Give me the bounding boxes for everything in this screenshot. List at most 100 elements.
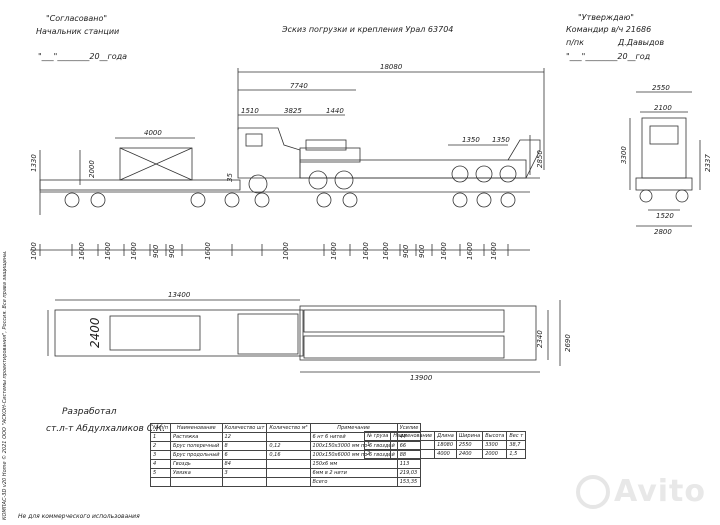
axle-dim: 1600: [104, 242, 112, 260]
table-header-row: № груза Наименование Длина Ширина Высота…: [363, 431, 527, 441]
table-header-cell: Вес т: [506, 431, 527, 441]
axle-dim: 1600: [330, 242, 338, 260]
watermark-text: Avito: [614, 473, 706, 509]
dim-tractor-length: 7740: [290, 82, 308, 90]
author-name: ст.л-т Абдулхаликов С.К.: [46, 424, 166, 434]
trailer2-wheels: [316, 192, 516, 208]
dim-1440: 1440: [326, 107, 344, 115]
axle-dim: 1600: [78, 242, 86, 260]
dim-plan-length-bottom: 13900: [410, 374, 433, 382]
table-header-cell: Наименование: [390, 431, 436, 441]
table-cell: 3: [149, 450, 172, 460]
table-cell: 1: [363, 440, 392, 450]
approval-right-role: Командир в/ч 21686: [566, 25, 652, 34]
table-cell: 0,16: [266, 450, 311, 460]
axle-dim: 1600: [440, 242, 448, 260]
axle-dim: 900: [402, 244, 410, 258]
table-cell: 3300: [482, 440, 508, 450]
table-cell: 18080: [434, 440, 457, 450]
dim-2337: 2337: [704, 154, 712, 172]
dim-1510: 1510: [241, 107, 259, 115]
table-cell: 153,35: [396, 477, 422, 487]
dim-3300: 3300: [620, 146, 628, 164]
table-cell: 4: [149, 459, 172, 469]
table-header-cell: Количество м³: [266, 423, 311, 433]
dim-2850: 2850: [536, 150, 544, 168]
fastening-table: № п/п Наименование Количество шт Количес…: [149, 423, 422, 487]
axle-dim: 1000: [30, 242, 38, 260]
table-cell: 8: [221, 441, 268, 451]
table-cell: [266, 477, 311, 487]
dim-3825: 3825: [284, 107, 302, 115]
dim-plan-length-top: 13400: [168, 291, 191, 299]
table-cell: Брус продольный: [170, 450, 223, 460]
table-cell: 12: [221, 432, 268, 442]
table-cell: [221, 477, 268, 487]
dim-plan-width-a: 2340: [536, 330, 544, 348]
table-cell: 150х6 мм: [309, 459, 398, 469]
avito-watermark: Avito: [576, 473, 706, 509]
table-cell: 2000: [482, 449, 508, 459]
dim-2800: 2800: [654, 228, 672, 236]
dim-width-top: 2550: [652, 84, 670, 92]
trailer-wheels: [64, 192, 270, 208]
author-label: Разработал: [62, 407, 117, 417]
dim-cargo-length: 4000: [144, 129, 162, 137]
table-cell: 4000: [434, 449, 457, 459]
dim-2100: 2100: [654, 104, 672, 112]
dim-plan-width-b: 2690: [564, 334, 572, 352]
table-cell: [149, 477, 172, 487]
table-cell: 1: [149, 432, 172, 442]
drawing-title: Эскиз погрузки и крепления Урал 63704: [282, 25, 454, 34]
table-cell: 2550: [455, 440, 484, 450]
table-cell: 2400: [455, 449, 484, 459]
tractor-wheels: [248, 165, 517, 194]
approval-left-role: Начальник станции: [36, 27, 120, 36]
table-cell: 6мм в 2 нити: [309, 468, 398, 478]
dim-plan-width-left: 2400: [88, 317, 102, 348]
table-cell: Всего: [309, 477, 398, 487]
dim-2000: 2000: [88, 160, 96, 178]
approval-right-date: "___"________20__год: [566, 52, 651, 61]
dim-35: 35: [226, 173, 234, 182]
table-cell: 84: [221, 459, 268, 469]
table-cell: [266, 459, 311, 469]
approval-left-date: "___"________20__года: [38, 52, 128, 61]
axle-dim: 1600: [382, 242, 390, 260]
avito-logo-icon: [576, 475, 611, 509]
approval-left-title: "Согласовано": [46, 14, 108, 23]
table-cell: 5: [149, 468, 172, 478]
axle-dim: 1600: [204, 242, 212, 260]
table-header-cell: Высота: [482, 431, 508, 441]
table-cell: 3: [221, 468, 268, 478]
table-cell: [390, 440, 436, 450]
table-cell: 6: [221, 450, 268, 460]
side-license-note: КОМПАС-3D v20 Home © 2021 ООО "АСКОН-Сис…: [2, 250, 8, 520]
table-cell: [266, 432, 311, 442]
table-cell: 2: [363, 449, 392, 459]
table-header-cell: Длина: [434, 431, 457, 441]
table-cell: [170, 477, 223, 487]
dim-1350b: 1350: [492, 136, 510, 144]
table-cell: [266, 468, 311, 478]
table-header-cell: № п/п: [149, 423, 172, 433]
table-cell: Растяжка: [170, 432, 223, 442]
axle-dim: 1600: [490, 242, 498, 260]
approval-right-title: "Утверждаю": [578, 13, 634, 22]
approval-right-rank: п/пк: [566, 38, 584, 47]
table-cell: 113: [396, 459, 422, 469]
axle-ticks: [39, 244, 509, 256]
table-cell: 219,03: [396, 468, 422, 478]
axle-dim: 1000: [282, 242, 290, 260]
axle-dim: 900: [418, 244, 426, 258]
dim-1350a: 1350: [462, 136, 480, 144]
table-cell: 38,7: [506, 440, 527, 450]
axle-dim: 1600: [362, 242, 370, 260]
axle-dim: 1600: [466, 242, 474, 260]
table-header-cell: Ширина: [455, 431, 484, 441]
axle-dim: 900: [152, 244, 160, 258]
